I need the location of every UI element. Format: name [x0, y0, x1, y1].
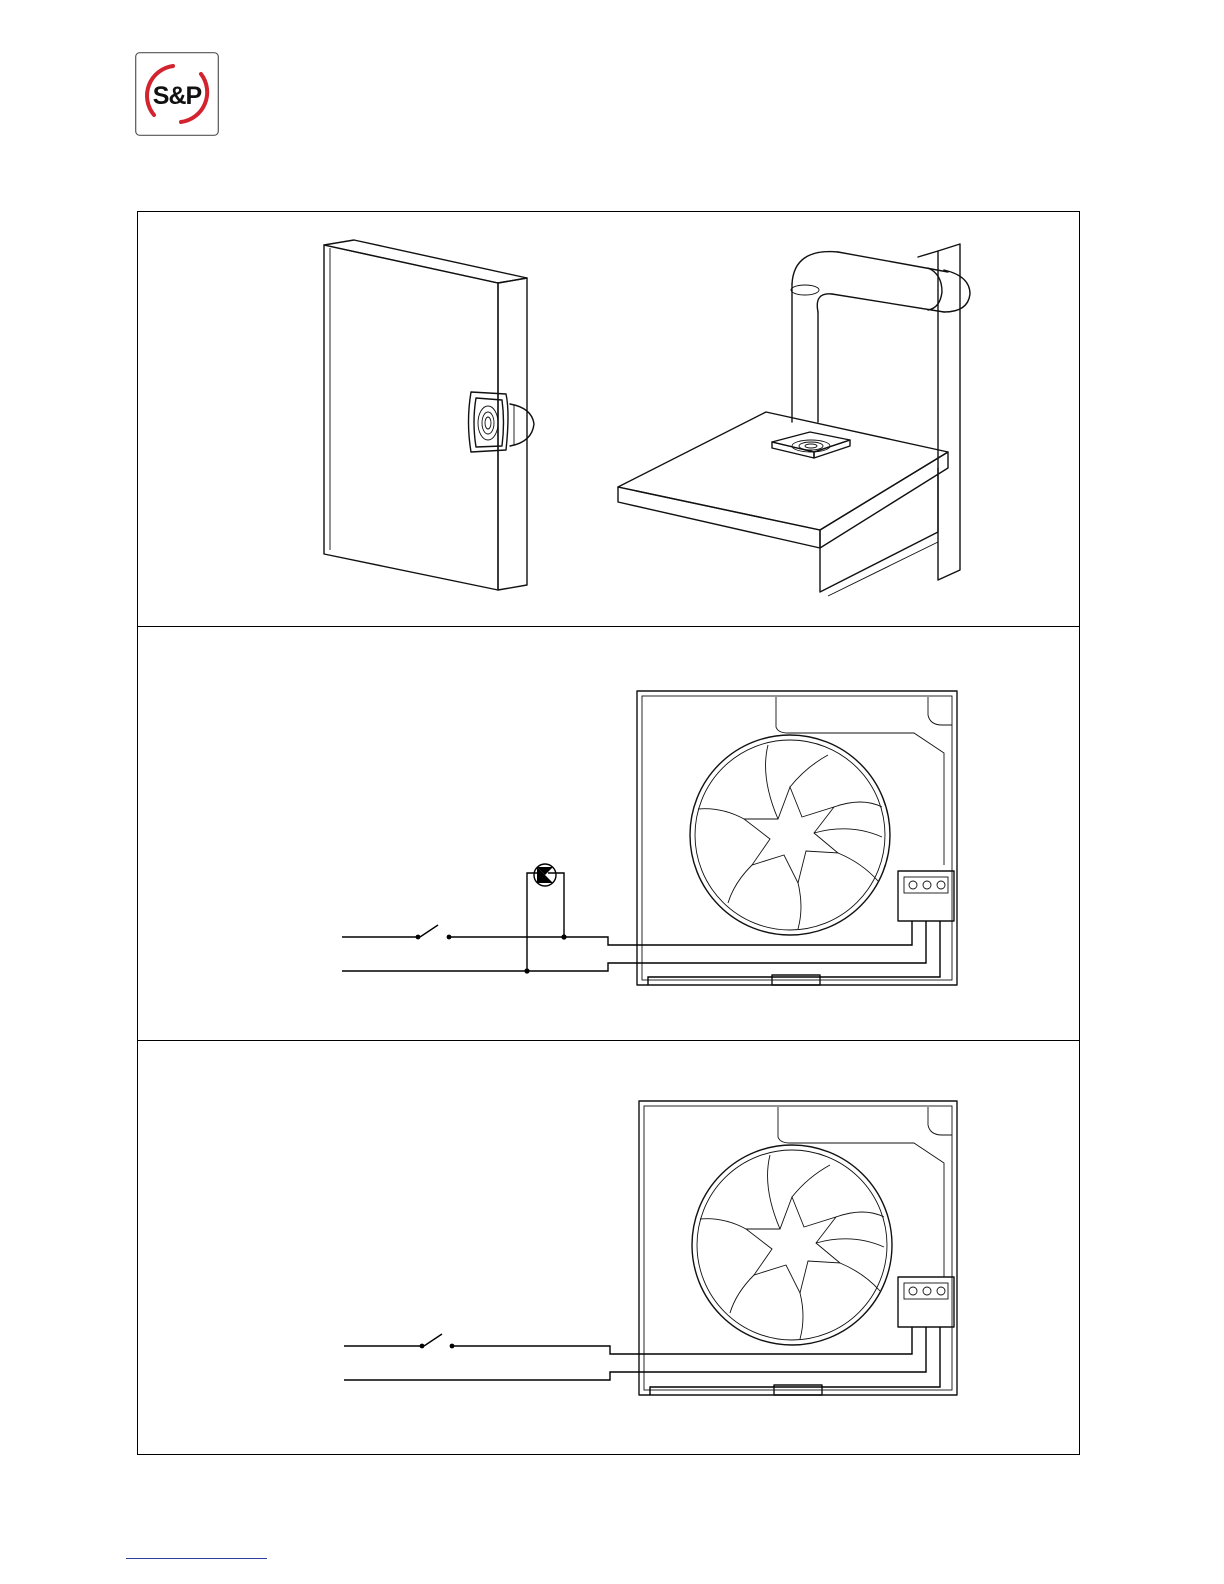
installation-views-panel — [138, 212, 1079, 626]
wiring-lamp-panel — [138, 627, 1079, 1040]
sp-logo: S&P — [135, 52, 219, 136]
ceiling-duct-illustration — [618, 244, 970, 596]
wiring-lines — [344, 1327, 940, 1395]
wiring-switch-panel — [138, 1041, 1079, 1454]
wall-mount-illustration — [324, 240, 534, 590]
fan-unit-outline — [637, 691, 957, 985]
wiring-lines — [342, 864, 940, 985]
fan-unit-outline — [639, 1101, 957, 1395]
svg-text:S&P: S&P — [153, 82, 202, 110]
footer-rule — [126, 1558, 267, 1559]
